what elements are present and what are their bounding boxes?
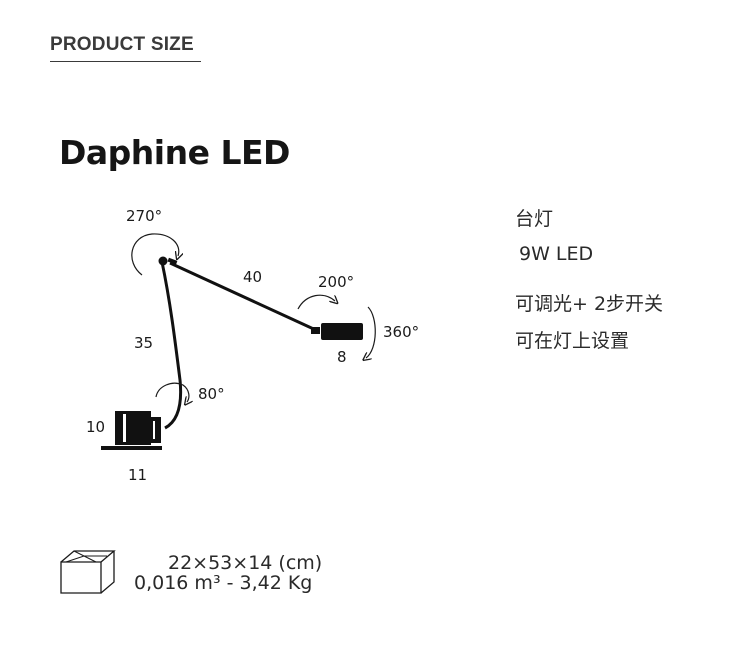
lamp-base	[101, 411, 162, 450]
lower-arm	[160, 261, 183, 430]
head-spin-label: 360°	[383, 323, 419, 341]
base-height-label: 10	[86, 418, 105, 436]
base-tilt-arrow	[155, 382, 189, 402]
lamp-head	[311, 323, 363, 340]
package-box-icon	[60, 550, 116, 594]
lower-arm-length-label: 35	[134, 334, 153, 352]
package-volume-weight: 0,016 m³ - 3,42 Kg	[134, 572, 313, 594]
package-size: 22×53×14 (cm)	[168, 552, 323, 574]
spec-type: 台灯	[515, 208, 554, 230]
head-spin-arrow	[366, 306, 376, 358]
arm-joint	[158, 256, 168, 266]
base-rotation-label: 270°	[126, 207, 162, 225]
base-width-label: 11	[128, 466, 147, 484]
head-depth-label: 8	[337, 348, 347, 366]
spec-dimming: 可调光+ 2步开关	[515, 293, 664, 315]
base-rotation-arrow	[131, 233, 179, 276]
base-tilt-label: 80°	[198, 385, 225, 403]
head-rotation-arrow	[297, 294, 335, 310]
section-label: PRODUCT SIZE	[50, 34, 194, 55]
upper-arm	[169, 261, 319, 333]
product-title: Daphine LED	[59, 133, 290, 172]
section-underline	[50, 61, 201, 62]
upper-arm-length-label: 40	[243, 268, 262, 286]
spec-power: 9W LED	[519, 243, 594, 265]
spec-setting: 可在灯上设置	[515, 330, 630, 352]
head-rotation-label: 200°	[318, 273, 354, 291]
